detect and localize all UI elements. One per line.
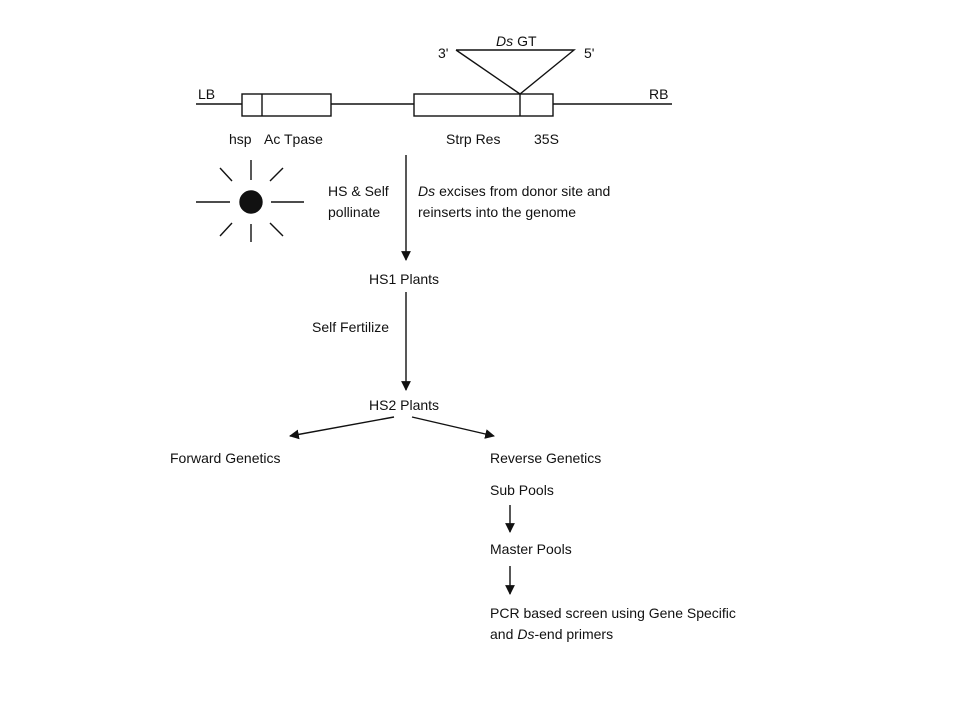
ac-tpase-label: Ac Tpase: [264, 131, 323, 147]
sun-icon: [196, 160, 304, 242]
strp-res-label: Strp Res: [446, 131, 500, 147]
pcr-label-1: PCR based screen using Gene Specific: [490, 605, 736, 621]
hs-self-label-1: HS & Self: [328, 183, 389, 199]
arrow-to-forward: [289, 416, 395, 440]
strp-res-35s-box: [413, 93, 554, 117]
excise-rest: excises from donor site and: [439, 183, 610, 199]
ds-gt-ds: Ds: [496, 33, 513, 49]
excise-ds: Ds: [418, 183, 435, 199]
hsp-label: hsp: [229, 131, 252, 147]
arrow-to-reverse: [411, 416, 495, 439]
lb-label: LB: [198, 86, 215, 102]
pcr-and: and: [490, 626, 513, 642]
ds-gt-insert-triangle: [455, 49, 576, 95]
reverse-genetics-label: Reverse Genetics: [490, 450, 601, 466]
hs-self-label-2: pollinate: [328, 204, 380, 220]
t-dna-construct: [196, 49, 672, 117]
ds-gt-gt: GT: [517, 33, 537, 49]
sub-pools-label: Sub Pools: [490, 482, 554, 498]
35s-label: 35S: [534, 131, 559, 147]
end-3-label: 3': [438, 45, 448, 61]
hs2-plants-label: HS2 Plants: [369, 397, 439, 413]
excise-label-2: reinserts into the genome: [418, 204, 576, 220]
pcr-end-primers: -end primers: [534, 626, 613, 642]
pcr-ds: Ds: [517, 626, 534, 642]
hsp-ac-tpase-box: [241, 93, 332, 117]
rb-label: RB: [649, 86, 668, 102]
self-fertilize-label: Self Fertilize: [312, 319, 389, 335]
end-5-label: 5': [584, 45, 594, 61]
master-pools-label: Master Pools: [490, 541, 572, 557]
hs1-plants-label: HS1 Plants: [369, 271, 439, 287]
forward-genetics-label: Forward Genetics: [170, 450, 280, 466]
